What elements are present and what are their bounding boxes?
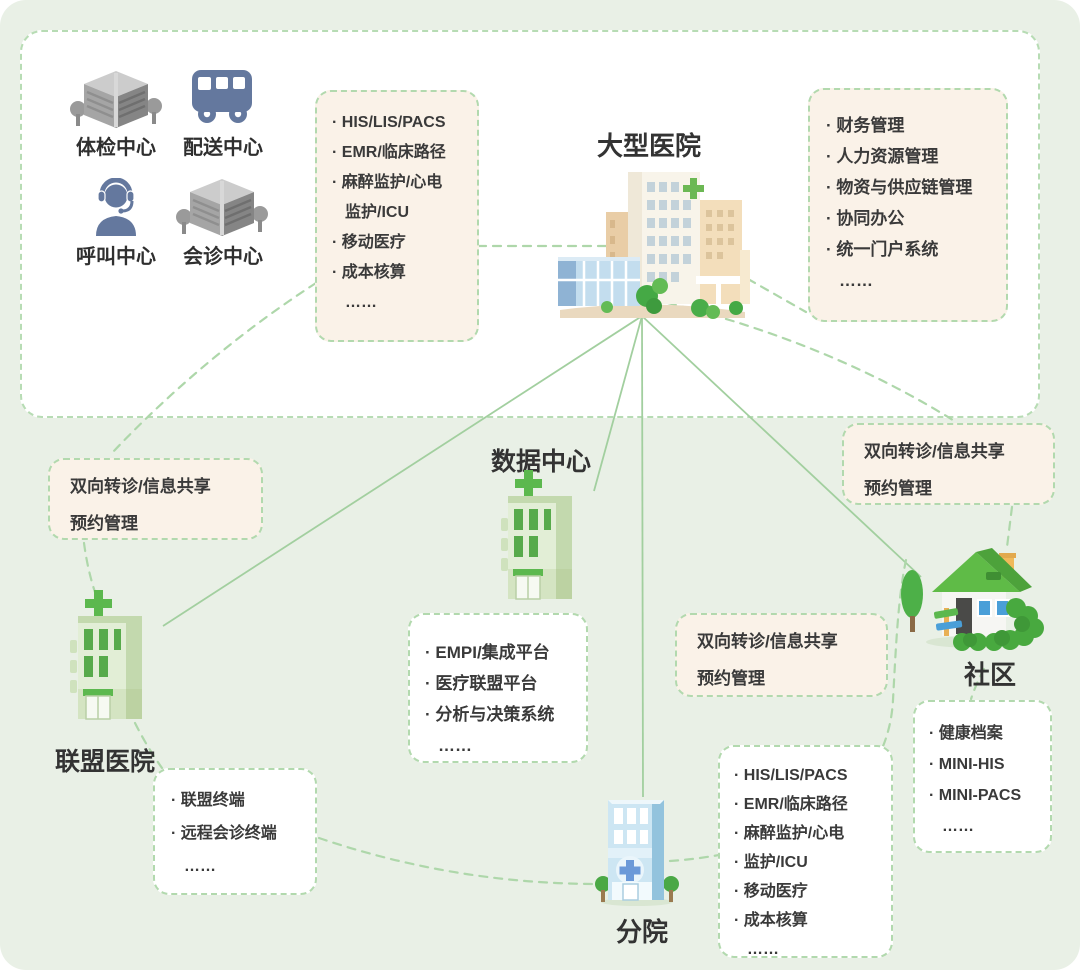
- support-center-label: 体检中心: [76, 137, 156, 159]
- gray-building-icon: [176, 179, 268, 236]
- card-referral-right: 双向转诊/信息共享 预约管理: [842, 423, 1055, 505]
- support-center-label: 配送中心: [183, 137, 263, 159]
- card-hospital-clinical: · HIS/LIS/PACS · EMR/临床路径 · 麻醉监护/心电 监护/I…: [315, 90, 479, 342]
- card-hospital-management: · 财务管理 · 人力资源管理 · 物资与供应链管理 · 协同办公 · 统一门户…: [808, 88, 1008, 322]
- support-center-label: 会诊中心: [183, 246, 263, 268]
- support-center-label: 呼叫中心: [76, 246, 156, 268]
- data-center-icon: [501, 470, 572, 600]
- main-hospital-label: 大型医院: [597, 131, 702, 161]
- community-label: 社区: [964, 660, 1017, 690]
- bus-icon: [192, 70, 252, 123]
- branch-hospital-icon: [595, 800, 679, 906]
- branch-hospital-label: 分院: [616, 917, 669, 947]
- community-icon: [901, 548, 1044, 651]
- alliance-hospital-label: 联盟医院: [55, 748, 156, 776]
- card-referral-left: 双向转诊/信息共享 预约管理: [48, 458, 263, 540]
- main-hospital-icon: [558, 172, 750, 319]
- gray-building-icon: [70, 71, 162, 128]
- card-data-center-platform: · EMPI/集成平台 · 医疗联盟平台 · 分析与决策系统 ……: [408, 613, 588, 763]
- card-branch-clinical: · HIS/LIS/PACS · EMR/临床路径 · 麻醉监护/心电 · 监护…: [718, 745, 893, 958]
- card-alliance-terminal: · 联盟终端 · 远程会诊终端 ……: [153, 768, 317, 895]
- card-referral-mid: 双向转诊/信息共享 预约管理: [675, 613, 888, 697]
- card-community-systems: · 健康档案 · MINI-HIS · MINI-PACS ……: [913, 700, 1052, 853]
- call-operator-icon: [96, 178, 136, 236]
- alliance-hospital-icon: [70, 590, 142, 720]
